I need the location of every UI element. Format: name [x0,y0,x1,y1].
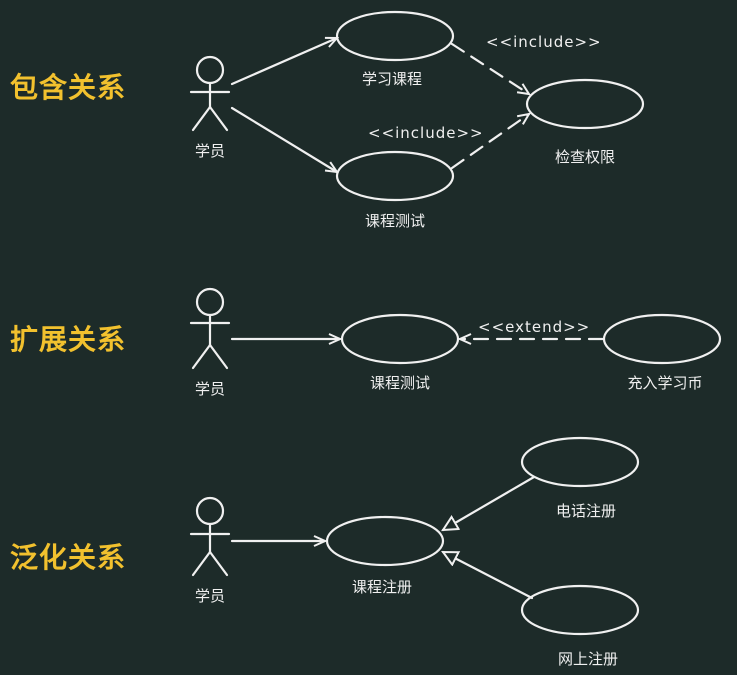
include-arrow-2 [450,114,529,170]
usecase-label-online-registration: 网上注册 [557,650,619,668]
usecase-course-test-include [335,150,455,202]
stereotype-include-2: <<include>> [368,124,484,142]
usecase-label-phone-registration: 电话注册 [555,502,617,520]
generalization-phone [443,475,536,530]
usecase-label-course-test: 课程测试 [364,212,426,230]
usecase-label-check-permission: 检查权限 [554,148,616,166]
include-arrow-1 [450,42,529,94]
section-title-include: 包含关系 [10,71,127,104]
actor-student-include [189,55,231,132]
actor-label: 学员 [194,587,226,605]
usecase-recharge-coins [602,313,722,365]
section-title-generalization: 泛化关系 [10,541,127,574]
actor-label: 学员 [194,142,226,160]
usecase-label-recharge-coins: 充入学习币 [627,374,703,392]
association-test [230,106,337,172]
actor-student-generalization [189,496,231,577]
usecase-course-test-extend [340,313,460,365]
usecase-phone-registration [520,436,640,488]
usecase-online-registration [520,584,640,636]
usecase-course-registration [325,515,445,567]
stereotype-extend: <<extend>> [478,318,591,336]
usecase-check-permission [525,78,645,130]
stereotype-include-1: <<include>> [486,33,602,51]
actor-student-extend [189,287,231,370]
section-title-extend: 扩展关系 [10,323,127,356]
association-learn [230,38,337,86]
usecase-label-course-test: 课程测试 [369,374,431,392]
usecase-label-course-registration: 课程注册 [351,578,413,596]
usecase-label-learn-course: 学习课程 [361,70,423,88]
usecase-learn-course [335,10,455,62]
actor-label: 学员 [194,380,226,398]
generalization-online [443,550,534,600]
